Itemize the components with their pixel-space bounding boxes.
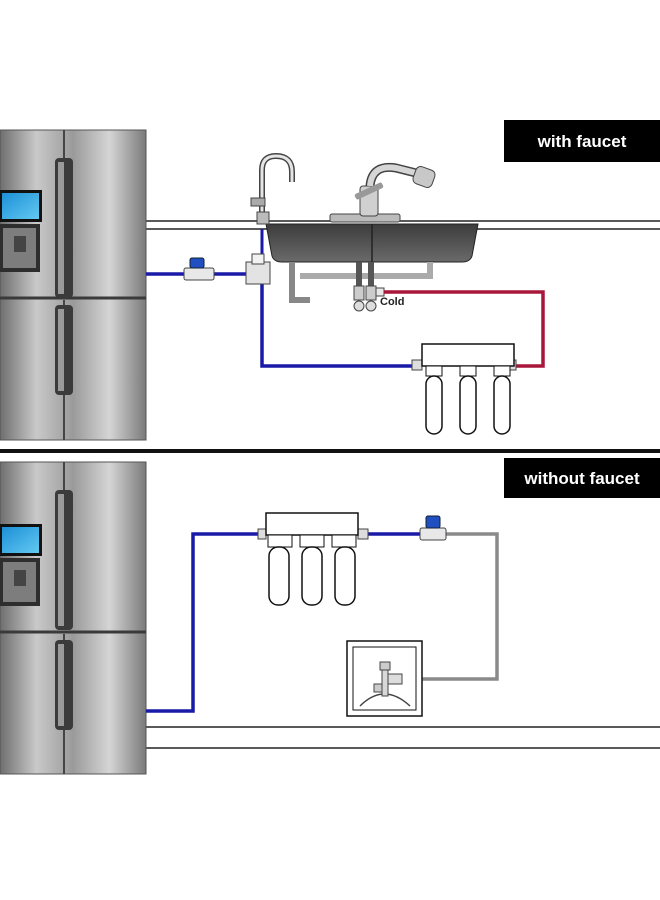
kitchen-faucet-icon	[329, 162, 436, 223]
with-faucet-label: with faucet	[537, 132, 627, 151]
gray-water-line	[404, 532, 499, 681]
ball-valve-icon	[183, 257, 215, 281]
drinking-faucet-icon	[250, 152, 295, 262]
triple-filter-icon	[257, 512, 369, 606]
angle-stop-valve-icon	[353, 285, 385, 312]
panel-with-faucet: with faucet	[0, 120, 660, 441]
without-faucet-tag	[504, 458, 660, 498]
cold-label: Cold	[380, 296, 404, 308]
blue-water-line	[146, 532, 420, 713]
water-dispenser-icon	[0, 224, 40, 272]
water-dispenser-icon	[0, 558, 40, 606]
panel-without-faucet: without faucet	[0, 458, 660, 775]
tee-adapter-icon	[245, 253, 271, 285]
refrigerator-icon	[0, 461, 147, 775]
sink-icon	[265, 223, 479, 303]
red-cold-water-line	[384, 290, 545, 368]
wall-valve-box-icon	[346, 640, 423, 717]
triple-filter-icon	[411, 343, 517, 435]
with-faucet-tag	[504, 120, 660, 162]
ball-valve-icon	[419, 515, 447, 541]
fridge-display-screen-icon	[0, 190, 42, 222]
refrigerator-icon	[0, 129, 147, 441]
without-faucet-label: without faucet	[523, 469, 640, 488]
fridge-display-screen-icon	[0, 524, 42, 556]
